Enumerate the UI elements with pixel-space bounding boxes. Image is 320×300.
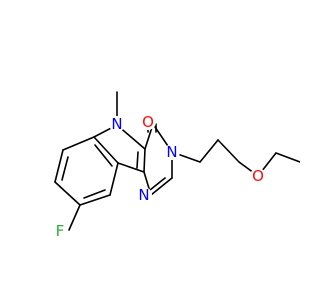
bond [275, 152, 300, 163]
bond-double-inner [94, 144, 113, 167]
bond [54, 149, 64, 183]
bond [143, 148, 146, 173]
atom-n-ring: N [136, 186, 152, 204]
bond [117, 162, 145, 173]
bond-layer [54, 91, 300, 231]
bond [79, 194, 111, 206]
bond [150, 177, 173, 196]
atom-fluorine: F [52, 222, 68, 240]
atom-symbol: N [166, 143, 177, 161]
bond-double-inner [61, 156, 69, 181]
bond-double-inner [83, 189, 106, 199]
atom-n-alkyl: N [164, 143, 180, 161]
atom-symbol: N [111, 115, 122, 133]
bond-double-inner [149, 177, 166, 191]
atom-n-methyl: N [109, 115, 125, 133]
atom-symbol: O [142, 113, 154, 131]
atom-o-ether: O [250, 167, 266, 185]
bond [54, 181, 81, 206]
atom-label-layer: O N N N F O [52, 113, 266, 240]
bond [62, 136, 95, 151]
atom-o-carbonyl: O [140, 113, 156, 131]
bond [68, 204, 81, 231]
bond [109, 162, 119, 196]
bond [93, 136, 119, 164]
atom-symbol: F [56, 222, 65, 240]
bond-double-inner [136, 151, 139, 169]
molecule-structure-diagram: O N N N F O [52, 91, 300, 240]
atom-symbol: N [138, 186, 149, 204]
bond [217, 139, 240, 163]
atom-symbol: O [252, 167, 264, 185]
bond [199, 139, 219, 163]
